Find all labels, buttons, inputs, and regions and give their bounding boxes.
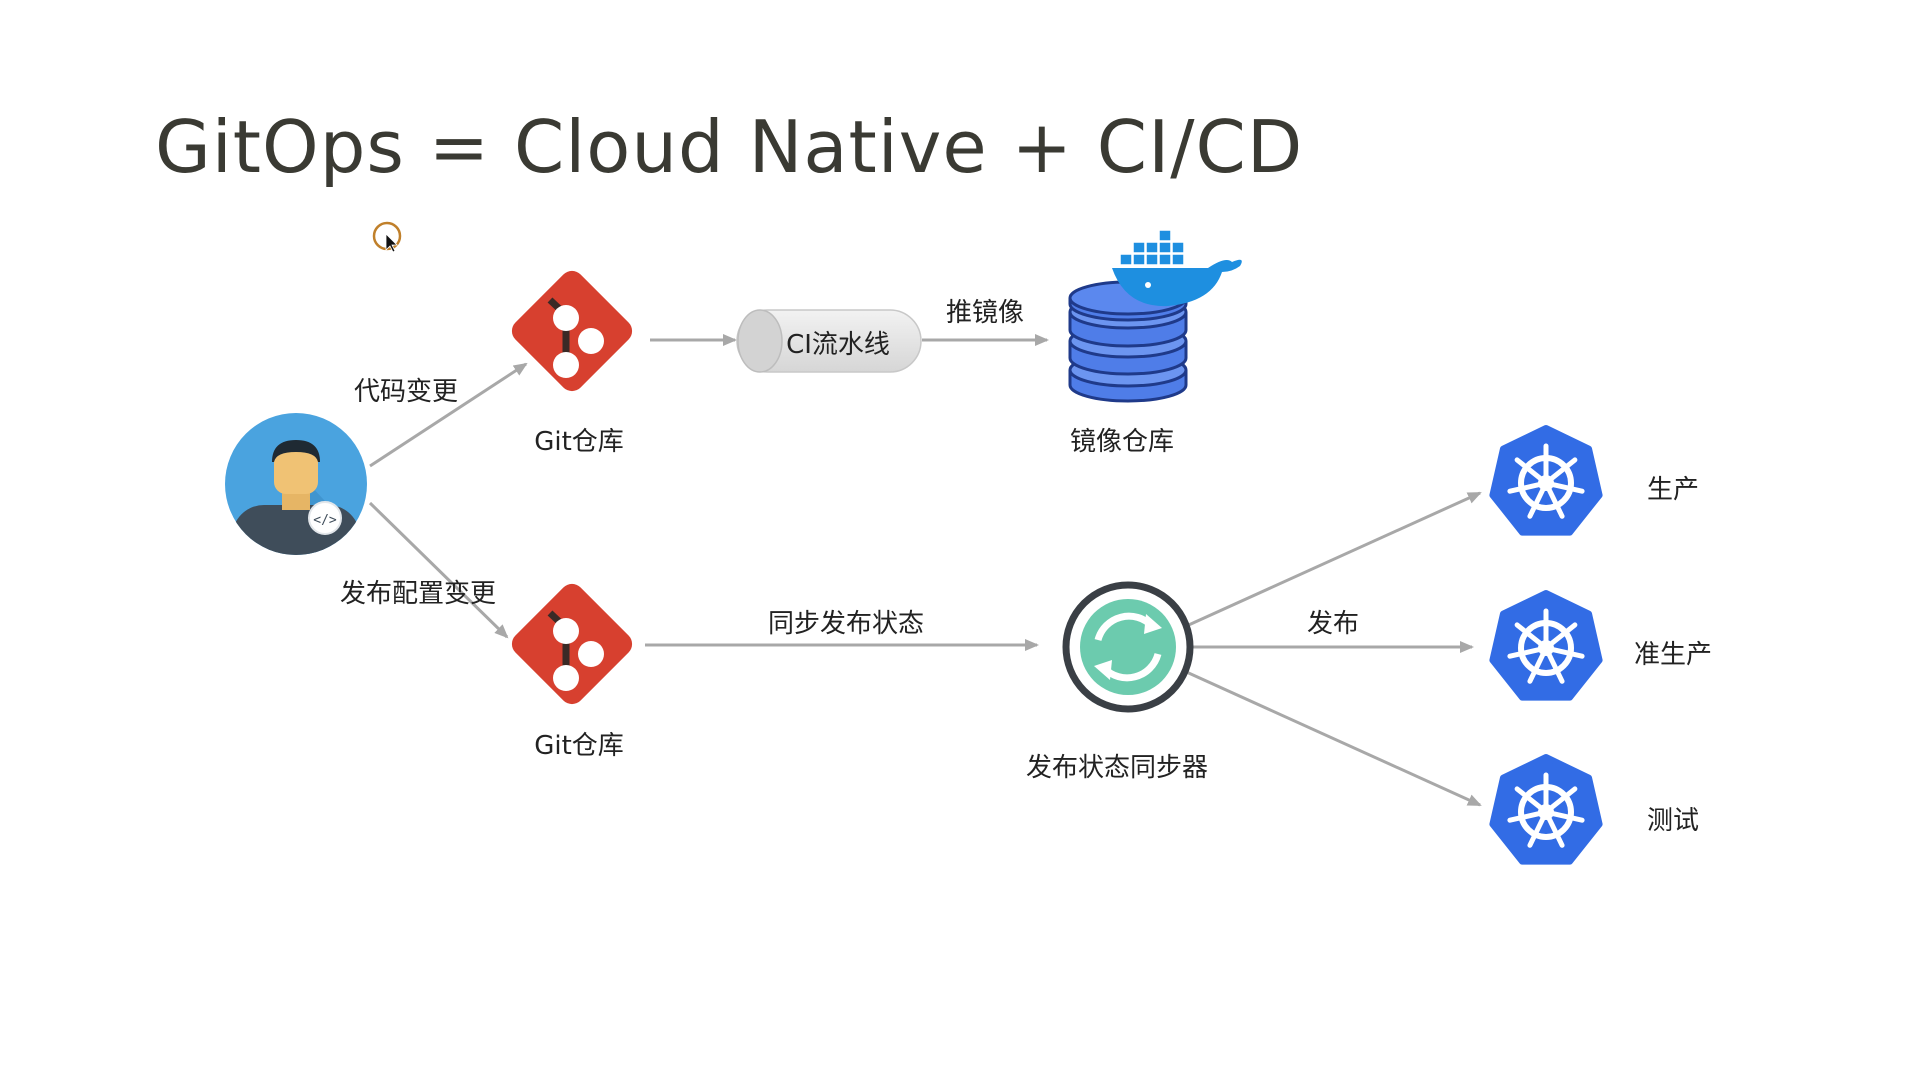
git-repo-top-label: Git仓库 <box>534 427 624 457</box>
release-syncer-label: 发布状态同步器 <box>1025 753 1209 783</box>
docker-whale-icon <box>1112 229 1242 307</box>
git-logo-icon <box>511 270 633 392</box>
arrow-syncer-to-production <box>1181 491 1482 630</box>
developer-avatar-icon: </> <box>225 413 367 555</box>
git-repo-bottom-label: Git仓库 <box>534 731 624 761</box>
env-preproduction-label: 准生产 <box>1633 640 1713 670</box>
slide-title: GitOps = Cloud Native + CI/CD <box>155 105 1304 189</box>
ci-pipeline-shape <box>736 309 922 373</box>
kubernetes-icon <box>1489 425 1603 536</box>
edges <box>368 334 1482 807</box>
arrow-dev-to-git-bottom <box>368 501 509 639</box>
image-registry-label: 镜像仓库 <box>1069 427 1175 457</box>
ci-pipeline-label: CI流水线 <box>786 330 890 360</box>
edge-label-sync-release-state: 同步发布状态 <box>767 609 925 639</box>
edge-label-code-change: 代码变更 <box>353 377 459 407</box>
edge-label-release-config-change: 发布配置变更 <box>339 579 497 609</box>
kubernetes-icon <box>1489 590 1603 701</box>
arrow-dev-to-git-top <box>369 362 528 468</box>
edge-label-release: 发布 <box>1306 609 1360 639</box>
edge-label-push-image: 推镜像 <box>945 298 1025 328</box>
git-logo-icon <box>511 583 633 705</box>
arrow-syncer-to-test <box>1181 668 1482 807</box>
sync-icon <box>1062 581 1194 713</box>
kubernetes-icon <box>1489 754 1603 865</box>
svg-text:</>: </> <box>313 513 337 528</box>
env-test-label: 测试 <box>1646 806 1700 836</box>
env-production-label: 生产 <box>1646 475 1700 505</box>
mouse-cursor-icon <box>372 221 402 253</box>
